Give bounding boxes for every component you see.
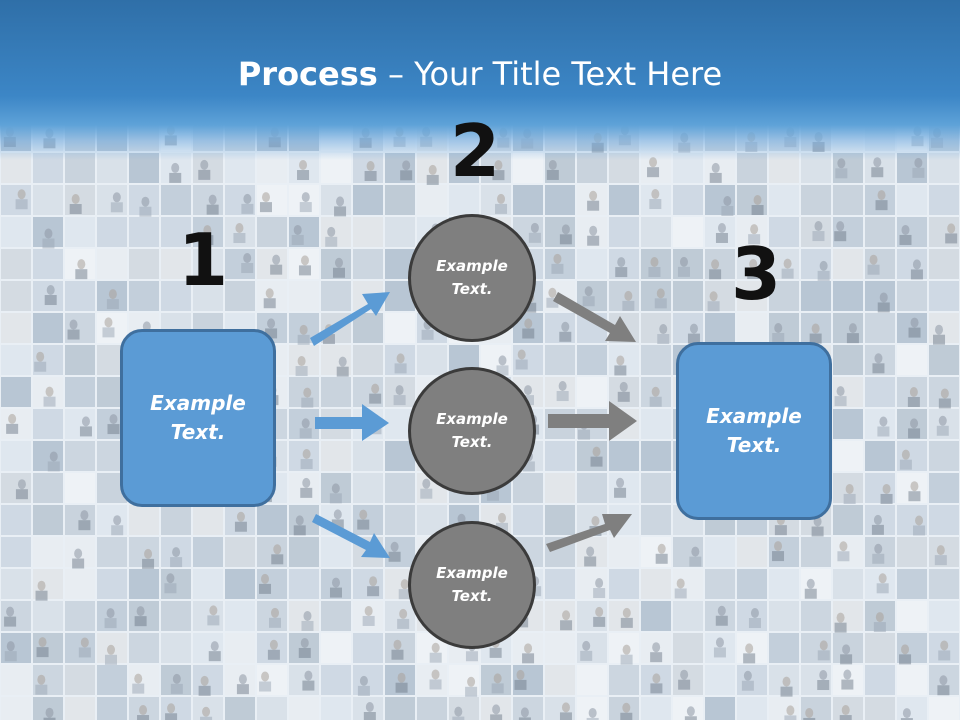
arrow-left-to-top (310, 292, 390, 346)
title-bold: Process (237, 55, 378, 93)
step-number-3: 3 (731, 232, 782, 316)
circle-top-line1: Example (436, 257, 508, 275)
arrow-top-to-right (553, 292, 636, 342)
circle-bottom-line2: Text. (451, 587, 493, 605)
left-box-line1: Example (150, 391, 246, 415)
circle-middle-line2: Text. (451, 433, 493, 451)
circle-middle-line1: Example (436, 410, 508, 428)
arrow-left-to-bottom (312, 514, 390, 558)
step-number-1: 1 (178, 218, 229, 302)
arrow-middle-to-right (548, 401, 637, 441)
arrow-left-to-middle (315, 404, 389, 441)
circle-bottom-line1: Example (436, 564, 508, 582)
circle-top-line2: Text. (451, 280, 493, 298)
title-rest: – Your Title Text Here (377, 55, 723, 93)
arrow-bottom-to-right (546, 514, 632, 552)
title-banner (0, 0, 960, 160)
right-box-line1: Example (706, 404, 802, 428)
step-number-2: 2 (450, 109, 501, 193)
left-box-line2: Text. (170, 420, 226, 444)
right-box-line2: Text. (726, 433, 782, 457)
slide-title: Process – Your Title Text Here (0, 52, 960, 96)
